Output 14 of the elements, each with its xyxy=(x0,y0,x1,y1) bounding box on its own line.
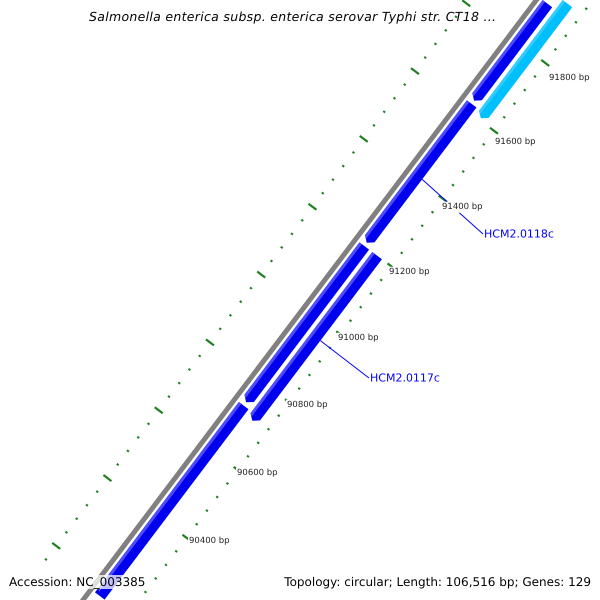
tick-label: 90800 bp xyxy=(286,400,329,410)
tick-label: 91400 bp xyxy=(441,202,484,212)
tick-label: 91600 bp xyxy=(494,136,537,148)
tick-label: 91000 bp xyxy=(337,332,380,344)
tick-label: 91200 bp xyxy=(388,266,431,278)
title: Salmonella enterica subsp. enterica serovar Typhi str. CT18 ... xyxy=(89,10,496,24)
tick-label: 90600 bp xyxy=(236,468,279,478)
tick-label: 91800 bp xyxy=(548,72,591,84)
gene-label: HCM2.0117c xyxy=(370,372,440,384)
leader-line xyxy=(320,340,370,378)
gene-label: HCM2.0118c xyxy=(484,228,554,240)
tick-label: 90400 bp xyxy=(188,536,231,546)
footer-text: Topology: circular; Length: 106,516 bp; Genes: 129 xyxy=(284,575,591,589)
footer-text: Accession: NC_003385 xyxy=(9,575,146,589)
